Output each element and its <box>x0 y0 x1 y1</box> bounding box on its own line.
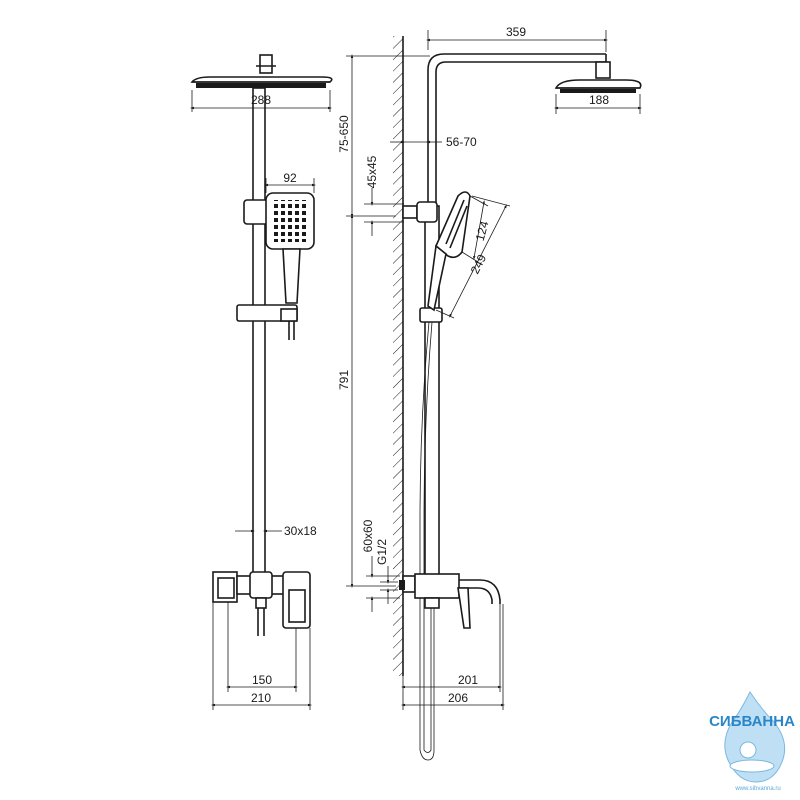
front-slide-bar <box>236 87 298 577</box>
side-hose <box>419 321 435 761</box>
dim-front-head-label: 288 <box>251 93 271 107</box>
dim-side-bracket-label: 45x45 <box>365 155 379 188</box>
dim-front-handset-label: 92 <box>283 171 297 185</box>
dim-side-bracket: 45x45 <box>364 155 404 236</box>
dim-front-mixer-label: 210 <box>251 691 271 705</box>
dim-side-overall: 206 <box>401 604 505 710</box>
bathtub-icon <box>729 759 775 773</box>
dim-front-handset: 92 <box>264 171 316 193</box>
dim-side-arm-label: 359 <box>506 25 526 39</box>
dim-side-offset: 56-70 <box>390 135 477 149</box>
side-shower-head <box>554 61 642 93</box>
dim-front-centers: 150 <box>226 602 298 692</box>
side-mixer <box>399 573 501 629</box>
front-shower-head <box>190 54 333 88</box>
side-view: 359 188 75-650 791 56-70 <box>337 25 642 761</box>
dim-front-head: 288 <box>190 90 332 112</box>
front-mixer <box>212 571 311 636</box>
logo-url: www.sibvanna.ru <box>734 786 780 792</box>
dim-side-handset: 124 249 <box>435 195 511 319</box>
dim-side-overall-label: 206 <box>448 691 468 705</box>
dim-side-bar-label: 791 <box>337 370 351 390</box>
dim-front-bar-label: 30x18 <box>284 524 317 538</box>
dim-side-height-range-label: 75-650 <box>337 115 351 153</box>
dim-side-heights: 75-650 791 <box>337 54 430 588</box>
side-shower-column <box>402 53 607 577</box>
front-hand-shower <box>265 192 315 340</box>
dim-front-bar: 30x18 <box>235 524 317 538</box>
dim-side-offset-label: 56-70 <box>446 135 477 149</box>
dim-front-centers-label: 150 <box>252 673 272 687</box>
mascot-face-icon <box>739 741 757 759</box>
logo-name: СИБВАННА <box>709 713 795 730</box>
dim-side-mount: 60x60 G1/2 <box>361 519 400 612</box>
dim-side-handset-length-label: 249 <box>468 252 490 276</box>
dim-side-mount-label: 60x60 <box>361 519 375 552</box>
dim-side-spout-label: 201 <box>458 673 478 687</box>
dim-side-head-label: 188 <box>589 93 609 107</box>
front-view: 288 92 30x18 150 210 <box>190 54 333 710</box>
dim-side-handset-head-label: 124 <box>473 219 492 242</box>
dim-front-mixer: 210 <box>211 602 312 710</box>
dim-side-thread-label: G1/2 <box>375 539 389 565</box>
dim-side-arm: 359 <box>426 25 608 52</box>
dim-side-spout: 201 <box>401 604 502 710</box>
logo: СИБВАННА www.sibvanna.ru <box>709 691 795 792</box>
water-drop-icon <box>724 691 786 783</box>
dim-side-head: 188 <box>554 93 642 114</box>
